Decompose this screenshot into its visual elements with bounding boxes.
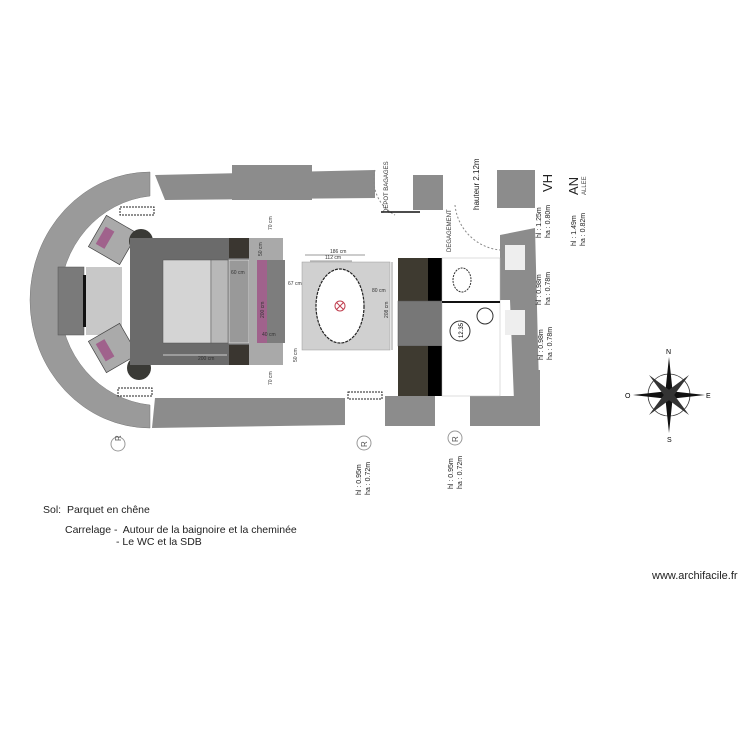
bed: [162, 259, 212, 344]
cabinet: [428, 258, 442, 301]
dim-bench-width: 40 cm: [262, 332, 276, 338]
label-alle: ALLEE: [582, 176, 588, 195]
compass-rose-icon: N S E O: [625, 349, 711, 444]
dim-tub-length: 208 cm: [384, 302, 390, 318]
radiator: [117, 387, 153, 397]
legend-carrelage: Carrelage - Autour de la baignoire et la…: [65, 524, 297, 536]
svg-text:hl : 0.95m: hl : 0.95m: [448, 458, 455, 489]
window-reveal: [505, 245, 525, 270]
window-height-bottom-2: hl : 0.95m ha : 0.72m: [448, 456, 464, 489]
compass-north: N: [666, 349, 671, 356]
radiator: [119, 206, 155, 216]
toilet: [452, 267, 472, 293]
label-degagement: DEGAGEMENT: [447, 209, 453, 252]
cabinet: [398, 346, 428, 396]
bench: [257, 260, 267, 343]
svg-text:ha : 0.78m: ha : 0.78m: [545, 272, 552, 305]
fireplace-opening: [83, 275, 86, 327]
dim-bench-length: 200 cm: [260, 302, 266, 318]
compass-south: S: [667, 437, 672, 444]
dim-tub-side: 67 cm: [288, 281, 302, 287]
shower-marker: [449, 320, 471, 342]
sol-value: Parquet en chêne: [66, 504, 150, 516]
drain-icon: [336, 302, 344, 310]
svg-text:ha : 0.78m: ha : 0.78m: [547, 327, 554, 360]
dim-bed-width: 200 cm: [198, 356, 214, 362]
dim-clearance-top: 70 cm: [268, 216, 274, 230]
credit-link[interactable]: www.archifacile.fr: [652, 570, 738, 582]
legend-sol: Sol: Parquet en chêne: [43, 504, 150, 516]
carrelage-item: - Le WC et la SDB: [116, 536, 202, 548]
top-wall-pillar: [232, 165, 312, 200]
svg-text:R: R: [114, 435, 123, 441]
cabinet: [398, 258, 428, 301]
carrelage-item: Autour de la baignoire et la cheminée: [122, 524, 297, 536]
window-height-top-right-1: hl : 1.25m ha : 0.80m: [536, 205, 552, 238]
fireplace: [57, 266, 85, 336]
armchair: [87, 214, 139, 266]
door-swing: [373, 169, 396, 216]
dim-clearance-bottom: 70 cm: [268, 371, 274, 385]
svg-text:hl : 1.49m: hl : 1.49m: [571, 215, 578, 246]
svg-text:ha : 0.80m: ha : 0.80m: [545, 205, 552, 238]
label-hauteur: hauteur 2.12m: [472, 158, 481, 210]
radiator: [347, 391, 383, 400]
label-vh: VH: [540, 174, 555, 192]
radiator-marker: R: [447, 430, 463, 446]
shower-label: 12.35: [459, 322, 465, 338]
dim-bench-1: 50 cm: [258, 242, 264, 256]
window-height-top-right-2: hl : 1.49m ha : 0.82m: [571, 213, 587, 246]
compass-east: E: [706, 393, 711, 400]
door-swing: [454, 204, 501, 251]
svg-text:R: R: [360, 441, 369, 447]
sink: [476, 307, 494, 325]
dim-tub-gap: 80 cm: [372, 288, 386, 294]
svg-text:ha : 0.82m: ha : 0.82m: [580, 213, 587, 246]
label-depot: DEPOT BAGAGES: [384, 161, 390, 213]
cabinet: [397, 300, 443, 347]
dim-tub-inner: 112 cm: [325, 255, 341, 261]
window-height-bottom-1: hl : 0.95m ha : 0.72m: [356, 462, 372, 495]
curved-wall: [29, 171, 151, 429]
dim-tub-outer: 186 cm: [330, 249, 346, 255]
nightstand: [229, 345, 249, 365]
radiator-marker: R: [110, 435, 126, 452]
top-wall-segment: [413, 175, 443, 210]
dim-bench-2: 50 cm: [293, 348, 299, 362]
dim-nightstand: 60 cm: [231, 270, 245, 276]
bench-back: [267, 260, 285, 343]
legend-carrelage-2: - Le WC et la SDB: [116, 536, 202, 548]
pillow-area: [210, 259, 229, 344]
radiator-marker: R: [356, 435, 372, 451]
window-height-right-2: hl : 0.98m ha : 0.78m: [538, 327, 554, 360]
svg-text:ha : 0.72m: ha : 0.72m: [457, 456, 464, 489]
right-wall-top: [497, 170, 535, 208]
svg-text:R: R: [451, 436, 460, 442]
window-height-right-1: hl : 0.98m ha : 0.78m: [536, 272, 552, 305]
label-an: AN: [566, 177, 581, 195]
nightstand: [229, 238, 249, 258]
svg-text:hl : 0.95m: hl : 0.95m: [356, 464, 363, 495]
svg-text:ha : 0.72m: ha : 0.72m: [365, 462, 372, 495]
sol-label: Sol:: [43, 504, 62, 516]
bottom-wall: [152, 398, 345, 428]
svg-text:hl : 0.98m: hl : 0.98m: [538, 329, 545, 360]
hearth: [86, 267, 122, 335]
bottom-wall-segment: [385, 396, 435, 426]
svg-text:hl : 1.25m: hl : 1.25m: [536, 207, 543, 238]
carrelage-label: Carrelage -: [65, 524, 118, 536]
drain-icon: [334, 300, 346, 312]
armchair: [87, 322, 139, 374]
compass-west: O: [625, 393, 631, 400]
svg-text:hl : 0.98m: hl : 0.98m: [536, 274, 543, 305]
cabinet: [428, 346, 442, 396]
window-reveal: [505, 310, 525, 335]
